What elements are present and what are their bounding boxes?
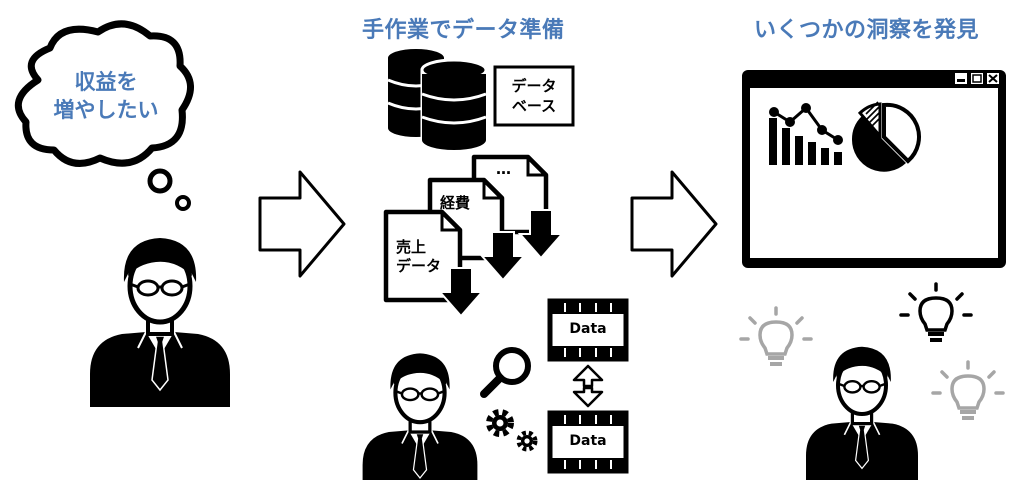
thought-dot-small: [175, 195, 191, 211]
gear-icon-large: [489, 412, 511, 434]
database-label-line-1: データ: [511, 77, 557, 95]
thought-line-2: 増やしたい: [53, 98, 159, 122]
pie-chart-icon: [851, 101, 921, 172]
data-table-label-top: Data: [569, 321, 607, 337]
database-label: データ ベース: [497, 76, 571, 116]
document-front-label-line-2: データ: [396, 257, 442, 275]
swap-arrows-icon: [572, 364, 604, 408]
document-back-label: …: [496, 160, 511, 178]
document-front-icon: [383, 209, 485, 318]
database-icon: [387, 49, 488, 150]
magnifier-icon: [480, 347, 531, 398]
document-front-label: 売上 データ: [396, 238, 441, 276]
step-title-insights: いくつかの洞察を発見: [754, 18, 980, 43]
process-arrow-1: [258, 170, 346, 278]
thought-bubble-text: 収益を 増やしたい: [46, 68, 166, 124]
database-label-line-2: ベース: [511, 97, 557, 115]
thought-dot-large: [147, 168, 173, 194]
process-arrow-2: [630, 170, 718, 278]
database-label-box: [493, 65, 575, 127]
bar-chart-icon: [769, 103, 843, 165]
lightbulb-icon-right: [931, 360, 1005, 422]
document-front-label-line-1: 売上: [396, 238, 427, 256]
thought-line-1: 収益を: [74, 70, 138, 94]
gear-icon-small: [519, 433, 536, 450]
data-table-label-bottom: Data: [569, 433, 607, 449]
app-window-icon: [742, 70, 1006, 268]
person-icon-right: [806, 347, 918, 480]
lightbulb-icon-left: [739, 306, 813, 368]
step-title-data-prep: 手作業でデータ準備: [362, 18, 565, 43]
person-icon-left: [90, 238, 230, 407]
lightbulb-icon-top: [899, 282, 973, 344]
document-middle-label: 経費: [440, 194, 471, 212]
person-icon-middle: [363, 353, 478, 480]
thought-cloud: [14, 20, 194, 167]
